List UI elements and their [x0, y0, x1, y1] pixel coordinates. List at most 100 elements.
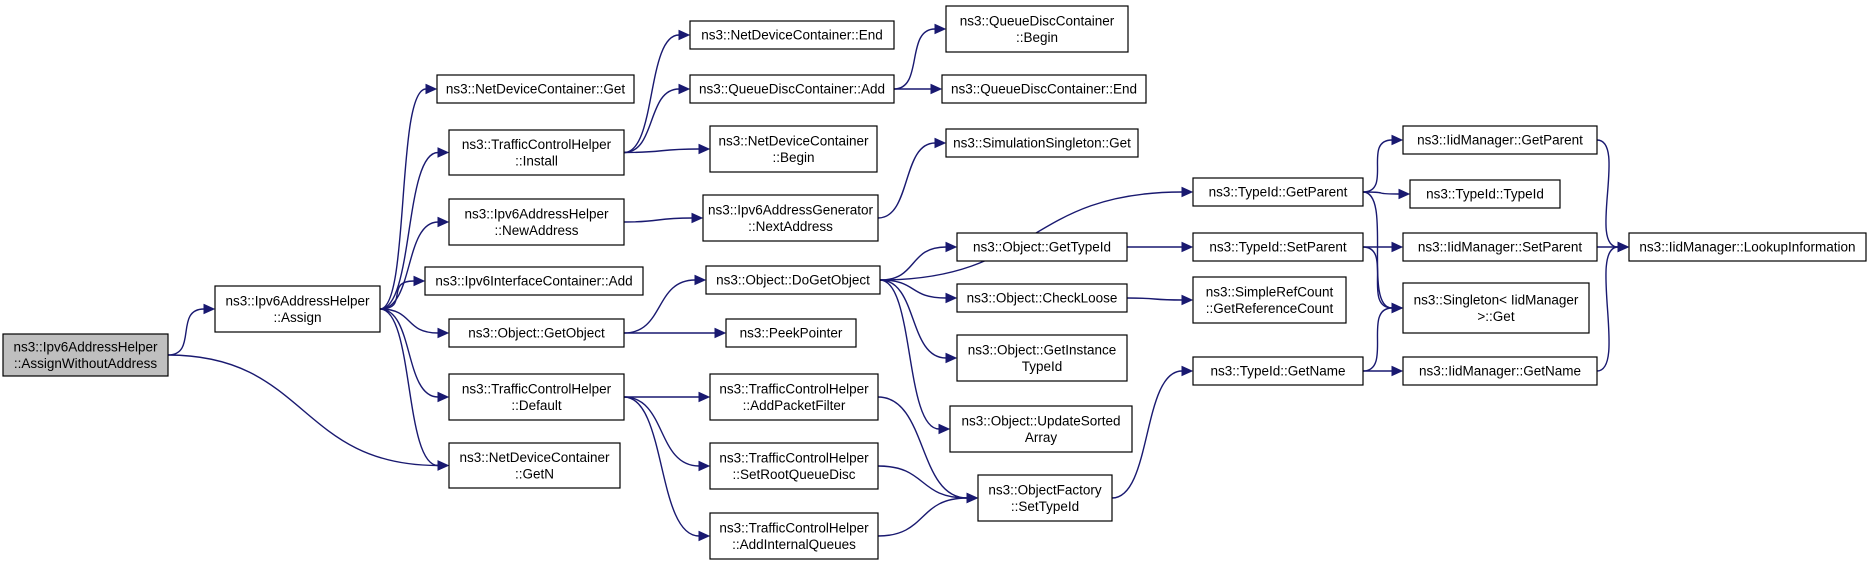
- edge-ipv6ag-next-to-simsingleton-get: [877, 137, 947, 219]
- node-label-line: ns3::Ipv6AddressHelper: [13, 339, 158, 354]
- node-box: [709, 512, 879, 560]
- node-obj-gettypeid[interactable]: ns3::Object::GetTypeId: [956, 232, 1128, 262]
- node-box: [1192, 177, 1364, 207]
- edge-tch-default-to-tch-addinternalq: [623, 396, 711, 542]
- node-obj-dogetobject[interactable]: ns3::Object::DoGetObject: [705, 265, 881, 295]
- edge-ipv6h-newaddr-to-ipv6ag-next: [623, 212, 704, 224]
- node-box: [956, 334, 1128, 382]
- edge-tch-install-to-ndc-begin: [623, 143, 711, 155]
- node-label-line: ::Begin: [772, 150, 814, 165]
- node-box: [977, 474, 1113, 522]
- node-box: [956, 232, 1128, 262]
- edge-obj-dogetobject-to-obj-checkloose: [879, 279, 958, 304]
- node-iidm-setparent[interactable]: ns3::IidManager::SetParent: [1402, 232, 1598, 262]
- edge-assign-to-obj-getobject: [379, 308, 450, 339]
- node-box: [1409, 179, 1561, 209]
- node-singleton-get[interactable]: ns3::Singleton< IidManager>::Get: [1402, 282, 1590, 334]
- node-typeid-getparent[interactable]: ns3::TypeId::GetParent: [1192, 177, 1364, 207]
- edge-typeid-getparent-to-singleton-get: [1362, 191, 1404, 314]
- edge-iidm-getname-to-iidm-lookup: [1596, 241, 1630, 372]
- node-qdc-begin[interactable]: ns3::QueueDiscContainer::Begin: [945, 5, 1129, 53]
- node-label-line: ns3::Ipv6AddressGenerator: [708, 202, 874, 217]
- node-qdc-add[interactable]: ns3::QueueDiscContainer::Add: [689, 74, 895, 104]
- node-obj-checkloose[interactable]: ns3::Object::CheckLoose: [956, 283, 1128, 313]
- node-label-line: ::Default: [511, 398, 562, 413]
- node-label-line: ::NewAddress: [494, 223, 578, 238]
- node-peekpointer[interactable]: ns3::PeekPointer: [725, 318, 857, 348]
- node-box: [949, 405, 1133, 453]
- node-qdc-end[interactable]: ns3::QueueDiscContainer::End: [941, 74, 1147, 104]
- node-ndc-end[interactable]: ns3::NetDeviceContainer::End: [689, 20, 895, 50]
- node-label-line: ns3::Object::GetObject: [468, 326, 605, 341]
- node-box: [1628, 232, 1867, 262]
- node-label-line: ns3::Singleton< IidManager: [1414, 292, 1579, 307]
- node-label-line: ns3::PeekPointer: [740, 326, 843, 341]
- node-tch-install[interactable]: ns3::TrafficControlHelper::Install: [448, 129, 625, 176]
- node-label-line: ::GetN: [515, 466, 554, 481]
- edge-obj-gettypeid-to-typeid-setparent: [1127, 241, 1194, 253]
- node-label-line: ns3::SimpleRefCount: [1206, 284, 1334, 299]
- node-box: [705, 265, 881, 295]
- node-tch-default[interactable]: ns3::TrafficControlHelper::Default: [448, 373, 625, 421]
- node-box: [448, 373, 625, 421]
- node-label-line: ns3::NetDeviceContainer::End: [701, 28, 883, 43]
- node-box: [214, 285, 381, 333]
- node-label-line: ::AddPacketFilter: [743, 398, 846, 413]
- edge-typeid-getparent-to-iidm-getparent: [1362, 134, 1404, 193]
- node-box: [448, 442, 621, 489]
- node-tch-setrootqd[interactable]: ns3::TrafficControlHelper::SetRootQueueD…: [709, 442, 879, 490]
- node-box: [689, 74, 895, 104]
- node-label-line: ns3::Object::GetTypeId: [973, 240, 1111, 255]
- node-box: [448, 129, 625, 176]
- edge-assign-to-ipv6h-newaddr: [379, 216, 450, 310]
- edge-typeid-getname-to-iidm-getname: [1362, 365, 1404, 377]
- edge-typeid-getparent-to-typeid-typeid: [1362, 188, 1411, 200]
- node-box: [725, 318, 857, 348]
- node-objfactory-settypeid[interactable]: ns3::ObjectFactory::SetTypeId: [977, 474, 1113, 522]
- node-ndc-begin[interactable]: ns3::NetDeviceContainer::Begin: [709, 125, 878, 173]
- edge-obj-dogetobject-to-obj-updatesortedarray: [879, 279, 951, 435]
- node-label-line: ns3::Object::GetInstance: [968, 342, 1117, 357]
- node-simsingleton-get[interactable]: ns3::SimulationSingleton::Get: [945, 128, 1139, 158]
- node-root[interactable]: ns3::Ipv6AddressHelper::AssignWithoutAdd…: [2, 333, 169, 377]
- node-label-line: ::Assign: [273, 310, 321, 325]
- node-label-line: ns3::TrafficControlHelper: [462, 381, 612, 396]
- node-label-line: ns3::IidManager::SetParent: [1418, 240, 1583, 255]
- node-box: [702, 194, 879, 242]
- node-assign[interactable]: ns3::Ipv6AddressHelper::Assign: [214, 285, 381, 333]
- node-box: [945, 5, 1129, 53]
- node-obj-getobject[interactable]: ns3::Object::GetObject: [448, 318, 625, 348]
- edge-assign-to-tch-install: [379, 147, 450, 310]
- node-label-line: ns3::NetDeviceContainer::Get: [446, 82, 626, 97]
- node-label-line: ::NextAddress: [748, 219, 833, 234]
- node-box: [448, 198, 625, 246]
- node-typeid-setparent[interactable]: ns3::TypeId::SetParent: [1192, 232, 1364, 262]
- node-ipv6ic-add[interactable]: ns3::Ipv6InterfaceContainer::Add: [424, 266, 644, 296]
- node-box: [448, 318, 625, 348]
- node-ndc-get[interactable]: ns3::NetDeviceContainer::Get: [436, 74, 635, 104]
- node-simplerefcount[interactable]: ns3::SimpleRefCount::GetReferenceCount: [1192, 276, 1347, 324]
- node-iidm-getparent[interactable]: ns3::IidManager::GetParent: [1402, 125, 1598, 155]
- node-box: [1402, 356, 1598, 386]
- node-ipv6ag-next[interactable]: ns3::Ipv6AddressGenerator::NextAddress: [702, 194, 879, 242]
- node-iidm-lookup[interactable]: ns3::IidManager::LookupInformation: [1628, 232, 1867, 262]
- node-typeid-getname[interactable]: ns3::TypeId::GetName: [1192, 356, 1364, 386]
- node-tch-addpacketfilter[interactable]: ns3::TrafficControlHelper::AddPacketFilt…: [709, 373, 879, 421]
- node-iidm-getname[interactable]: ns3::IidManager::GetName: [1402, 356, 1598, 386]
- node-tch-addinternalq[interactable]: ns3::TrafficControlHelper::AddInternalQu…: [709, 512, 879, 560]
- node-ndc-getn[interactable]: ns3::NetDeviceContainer::GetN: [448, 442, 621, 489]
- edge-qdc-add-to-qdc-begin: [893, 23, 947, 90]
- node-label-line: ns3::Object::UpdateSorted: [961, 413, 1120, 428]
- node-label-line: ns3::IidManager::GetName: [1419, 364, 1581, 379]
- node-label-line: ::GetReferenceCount: [1206, 301, 1334, 316]
- node-label-line: ns3::QueueDiscContainer::End: [951, 82, 1137, 97]
- nodes-layer: ns3::Ipv6AddressHelper::AssignWithoutAdd…: [2, 5, 1867, 560]
- node-ipv6h-newaddr[interactable]: ns3::Ipv6AddressHelper::NewAddress: [448, 198, 625, 246]
- node-label-line: ns3::NetDeviceContainer: [459, 450, 610, 465]
- node-box: [2, 333, 169, 377]
- node-typeid-typeid[interactable]: ns3::TypeId::TypeId: [1409, 179, 1561, 209]
- node-label-line: Array: [1025, 430, 1058, 445]
